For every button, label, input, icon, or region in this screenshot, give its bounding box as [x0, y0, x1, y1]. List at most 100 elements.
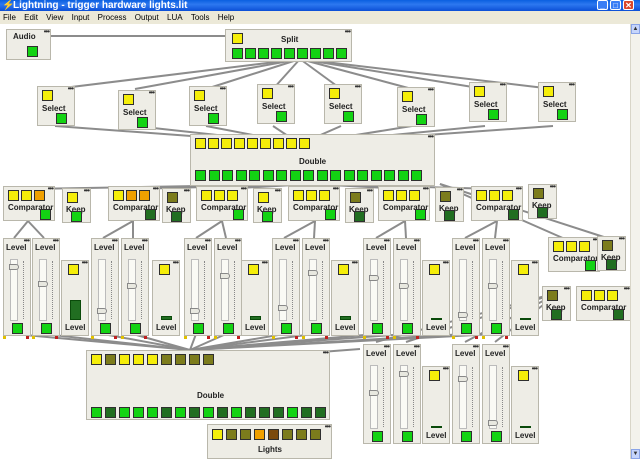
menu-tools[interactable]: Tools [190, 13, 210, 22]
level-slider-node-16[interactable]: Level••• [482, 342, 510, 444]
level-slider-node-11[interactable]: Level••• [452, 236, 480, 336]
double-output[interactable] [316, 170, 328, 181]
double-input[interactable] [286, 138, 297, 149]
level-slider-track[interactable] [489, 365, 497, 429]
double-output[interactable] [203, 407, 214, 418]
node-menu-icon[interactable]: ••• [472, 342, 479, 351]
level-display-node-2[interactable]: Level••• [152, 258, 180, 336]
level-output[interactable] [193, 323, 204, 334]
select-output[interactable] [276, 111, 287, 122]
node-menu-icon[interactable]: ••• [531, 364, 538, 373]
double-output[interactable] [262, 170, 274, 181]
level-output[interactable] [372, 323, 383, 334]
node-menu-icon[interactable]: ••• [563, 284, 570, 293]
comparator-output[interactable] [40, 209, 51, 220]
node-menu-icon[interactable]: ••• [592, 235, 599, 244]
double-input[interactable] [105, 354, 116, 365]
slider-thumb[interactable] [369, 275, 379, 282]
comparator-output[interactable] [233, 209, 244, 220]
keep-input[interactable] [533, 188, 544, 199]
connector-port[interactable] [207, 336, 210, 339]
comparator-node-5[interactable]: Comparator••• [378, 184, 430, 221]
double-input[interactable] [147, 354, 158, 365]
keep-output[interactable] [262, 211, 273, 222]
level-display-node-3[interactable]: Level••• [241, 258, 269, 336]
double-output[interactable] [315, 407, 326, 418]
level-display-node-6[interactable]: Level••• [511, 258, 539, 336]
keep-input[interactable] [440, 191, 451, 202]
node-menu-icon[interactable]: ••• [354, 82, 361, 91]
node-menu-icon[interactable]: ••• [442, 258, 449, 267]
level-slider-node-1[interactable]: Level••• [3, 236, 31, 336]
comparator-input[interactable] [476, 190, 487, 201]
node-menu-icon[interactable]: ••• [240, 184, 247, 193]
comparator-output[interactable] [585, 260, 596, 271]
double-top-node[interactable]: Double••• [190, 132, 435, 186]
split-input[interactable] [232, 33, 243, 44]
scroll-up-arrow-icon[interactable]: ▲ [631, 24, 640, 34]
connector-port[interactable] [26, 336, 29, 339]
comparator-input[interactable] [579, 241, 590, 252]
node-menu-icon[interactable]: ••• [141, 236, 148, 245]
node-menu-icon[interactable]: ••• [502, 236, 509, 245]
double-output[interactable] [91, 407, 102, 418]
level-output[interactable] [281, 323, 292, 334]
comparator-input[interactable] [581, 290, 592, 301]
level-output[interactable] [130, 323, 141, 334]
slider-thumb[interactable] [458, 311, 468, 318]
node-menu-icon[interactable]: ••• [515, 184, 522, 193]
keep-input[interactable] [258, 192, 269, 203]
level-slider-node-14[interactable]: Level••• [393, 342, 421, 444]
slider-thumb[interactable] [190, 307, 200, 314]
comparator-output[interactable] [145, 209, 156, 220]
comparator-node-7[interactable]: Comparator••• [548, 235, 600, 272]
double-output[interactable] [175, 407, 186, 418]
node-menu-icon[interactable]: ••• [351, 258, 358, 267]
select-output[interactable] [557, 109, 568, 120]
slider-thumb[interactable] [488, 419, 498, 426]
level-input[interactable] [68, 264, 79, 275]
node-menu-icon[interactable]: ••• [172, 258, 179, 267]
double-input[interactable] [273, 138, 284, 149]
level-slider-track[interactable] [459, 259, 467, 321]
node-menu-icon[interactable]: ••• [383, 342, 390, 351]
level-output[interactable] [12, 323, 23, 334]
level-slider-track[interactable] [221, 259, 229, 321]
level-output[interactable] [311, 323, 322, 334]
level-output[interactable] [41, 323, 52, 334]
split-output[interactable] [245, 48, 256, 59]
node-menu-icon[interactable]: ••• [204, 236, 211, 245]
level-slider-track[interactable] [39, 259, 47, 321]
slider-thumb[interactable] [308, 269, 318, 276]
level-slider-track[interactable] [370, 259, 378, 321]
double-input[interactable] [260, 138, 271, 149]
split-output[interactable] [271, 48, 282, 59]
comparator-input[interactable] [113, 190, 124, 201]
level-slider-track[interactable] [10, 259, 18, 321]
select-node-5[interactable]: Select••• [324, 82, 362, 124]
level-display-node-7[interactable]: Level••• [422, 364, 450, 444]
comparator-input[interactable] [383, 190, 394, 201]
node-menu-icon[interactable]: ••• [23, 236, 30, 245]
level-display-node-5[interactable]: Level••• [422, 258, 450, 336]
split-output[interactable] [310, 48, 321, 59]
connector-port[interactable] [3, 336, 6, 339]
select-output[interactable] [488, 109, 499, 120]
level-input[interactable] [248, 264, 259, 275]
slider-thumb[interactable] [458, 376, 468, 383]
keep-output[interactable] [551, 309, 562, 320]
double-output[interactable] [357, 170, 368, 181]
lights-input[interactable] [282, 429, 293, 440]
node-menu-icon[interactable]: ••• [274, 186, 281, 195]
level-input[interactable] [518, 370, 529, 381]
connector-port[interactable] [295, 336, 298, 339]
level-input[interactable] [338, 264, 349, 275]
select-output[interactable] [343, 111, 354, 122]
level-display-node-8[interactable]: Level••• [511, 364, 539, 444]
double-input[interactable] [161, 354, 172, 365]
select-output[interactable] [416, 114, 427, 125]
connector-port[interactable] [55, 336, 58, 339]
keep-node-7[interactable]: Keep••• [597, 234, 626, 271]
comparator-output[interactable] [613, 309, 624, 320]
comparator-input[interactable] [126, 190, 137, 201]
